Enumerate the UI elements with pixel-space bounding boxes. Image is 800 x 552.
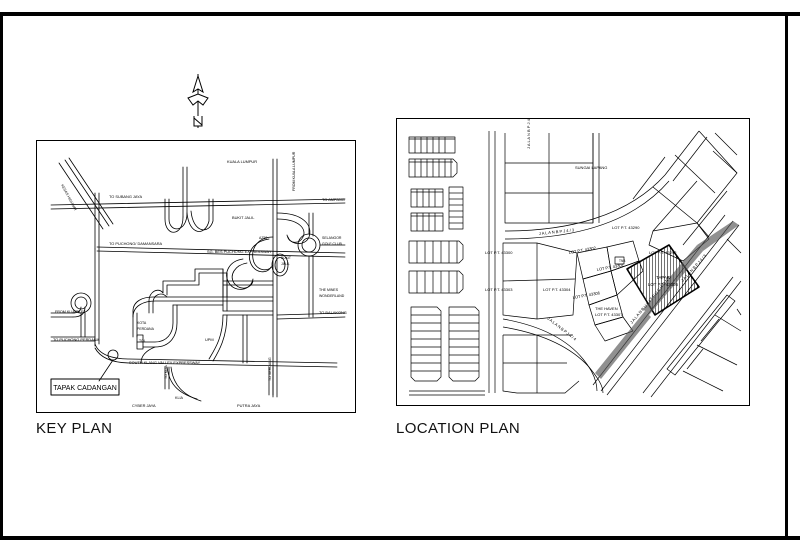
location-plan-label-lot-43304: LOT P.T. 43304	[543, 287, 571, 292]
key-plan-label-to-klia: TO KLIA	[164, 365, 168, 379]
key-plan-label-selangor-golf2: GOLF CLUB	[322, 242, 343, 246]
key-plan-label-az00: AZ50	[259, 236, 267, 240]
location-plan-label-tnb: TNB	[619, 259, 625, 263]
key-plan-label-selangor-golf: SELANGOR	[322, 236, 342, 240]
key-plan-label-bukit-jalil-3: JALIL	[281, 262, 290, 266]
location-plan-label-jln-bpj-4-4: J A L A N B P J 4 / 4	[546, 316, 578, 342]
north-arrow	[176, 72, 220, 134]
key-plan-label-kota-perdana2: PERDANA	[137, 327, 155, 331]
location-plan-label-the-haven-1: THE HAVEN	[595, 306, 618, 311]
proposed-site-parcel	[626, 244, 700, 316]
key-plan-label-putra-jaya: PUTRA JAYA	[237, 403, 261, 408]
location-plan-label-jln-bpj-4-3: J A L A N B P J 4 / 3	[539, 227, 575, 236]
key-plan-label-kota-perdana1: KOTA	[137, 321, 147, 325]
key-plan-label-upm: UPM	[205, 337, 214, 342]
location-plan-label-lot-43290: LOT P.T. 43290	[612, 225, 640, 230]
sheet-border-top	[0, 12, 800, 16]
location-plan-label-lot-43292: LOT P.T. 43292	[649, 250, 677, 255]
key-plan-label-bukit-jalil-1: BUKIT JALIL	[232, 215, 255, 220]
site-hatch-label-2: LOT P.T. 43305	[648, 282, 679, 287]
key-plan-label-from-kl: FROM KUALA LUMPUR	[292, 151, 296, 191]
key-plan-title: KEY PLAN	[36, 420, 113, 437]
location-plan-label-lot-43303: LOT P.T. 43303	[485, 287, 513, 292]
location-plan-title: LOCATION PLAN	[396, 420, 521, 437]
key-plan-label-kl-top: KUALA LUMPUR	[227, 159, 257, 164]
key-plan-label-from-klia: FROM KLIA/PKFZ	[55, 310, 86, 314]
location-plan-label-lot-43302: LOT P.T. 43302	[568, 245, 597, 255]
key-plan-label-e-bkt-puchong: SG. BES PUCHONG EXPRESSWAY	[207, 249, 272, 254]
key-plan-label-skve: SOUTH KLANG VALLEY EXPRESSWAY	[129, 360, 201, 365]
key-plan-label-to-ampang: TO AMPANG	[322, 197, 345, 202]
location-plan-label-jln-bpj-4-8: J A L A N B P J 4 / 8	[526, 119, 531, 149]
key-plan-label-mines-1: THE MINES	[319, 288, 339, 292]
sheet-border-left	[0, 12, 3, 540]
key-plan-label-to-balakong: TO BALAKONG	[319, 310, 347, 315]
location-plan-label-lot-43301: LOT P.T. 43301	[596, 262, 625, 272]
key-plan-label-cyber-jaya: CYBER JAYA	[132, 403, 156, 408]
sheet-border-right	[785, 12, 788, 540]
key-plan-label-to-puchong-d: TO PUCHONG/ DAMANSARA	[109, 241, 163, 246]
location-plan-panel: J A L A N B P J 4 / 8 SUNGAI LAPANG LOT P.…	[396, 118, 750, 406]
key-plan-label-bukit-jalil-2: BUKIT	[281, 256, 291, 260]
site-hatch-label-1: TAPAK	[656, 275, 670, 280]
key-plan-label-to-pch-perdana: TO PUCHONG PERDANA	[53, 337, 100, 342]
key-plan-label-mines-2: WONDERLAND	[319, 294, 345, 298]
location-plan-label-sungai-lapang: SUNGAI LAPANG	[575, 165, 607, 170]
key-plan-site-label: TAPAK CADANGAN	[53, 385, 117, 392]
sheet-border-bottom	[0, 536, 800, 540]
key-plan-label-klia: KLIA	[175, 396, 184, 400]
location-plan-label-the-haven-2: LOT P.T. 43307	[595, 312, 623, 317]
key-plan-label-to-subang: TO SUBANG JAYA	[109, 194, 142, 199]
key-plan-panel: KUALA LUMPUR FROM KUALA LUMPUR TO SUBANG J…	[36, 140, 356, 413]
location-plan-label-lot-43306: LOT P.T. 43306	[572, 290, 601, 300]
key-plan-label-to-serdang: TO SERDANG	[268, 357, 272, 381]
location-plan-label-lot-43300: LOT P.T. 43300	[485, 250, 513, 255]
key-plan-label-tol: TOL	[139, 339, 146, 343]
